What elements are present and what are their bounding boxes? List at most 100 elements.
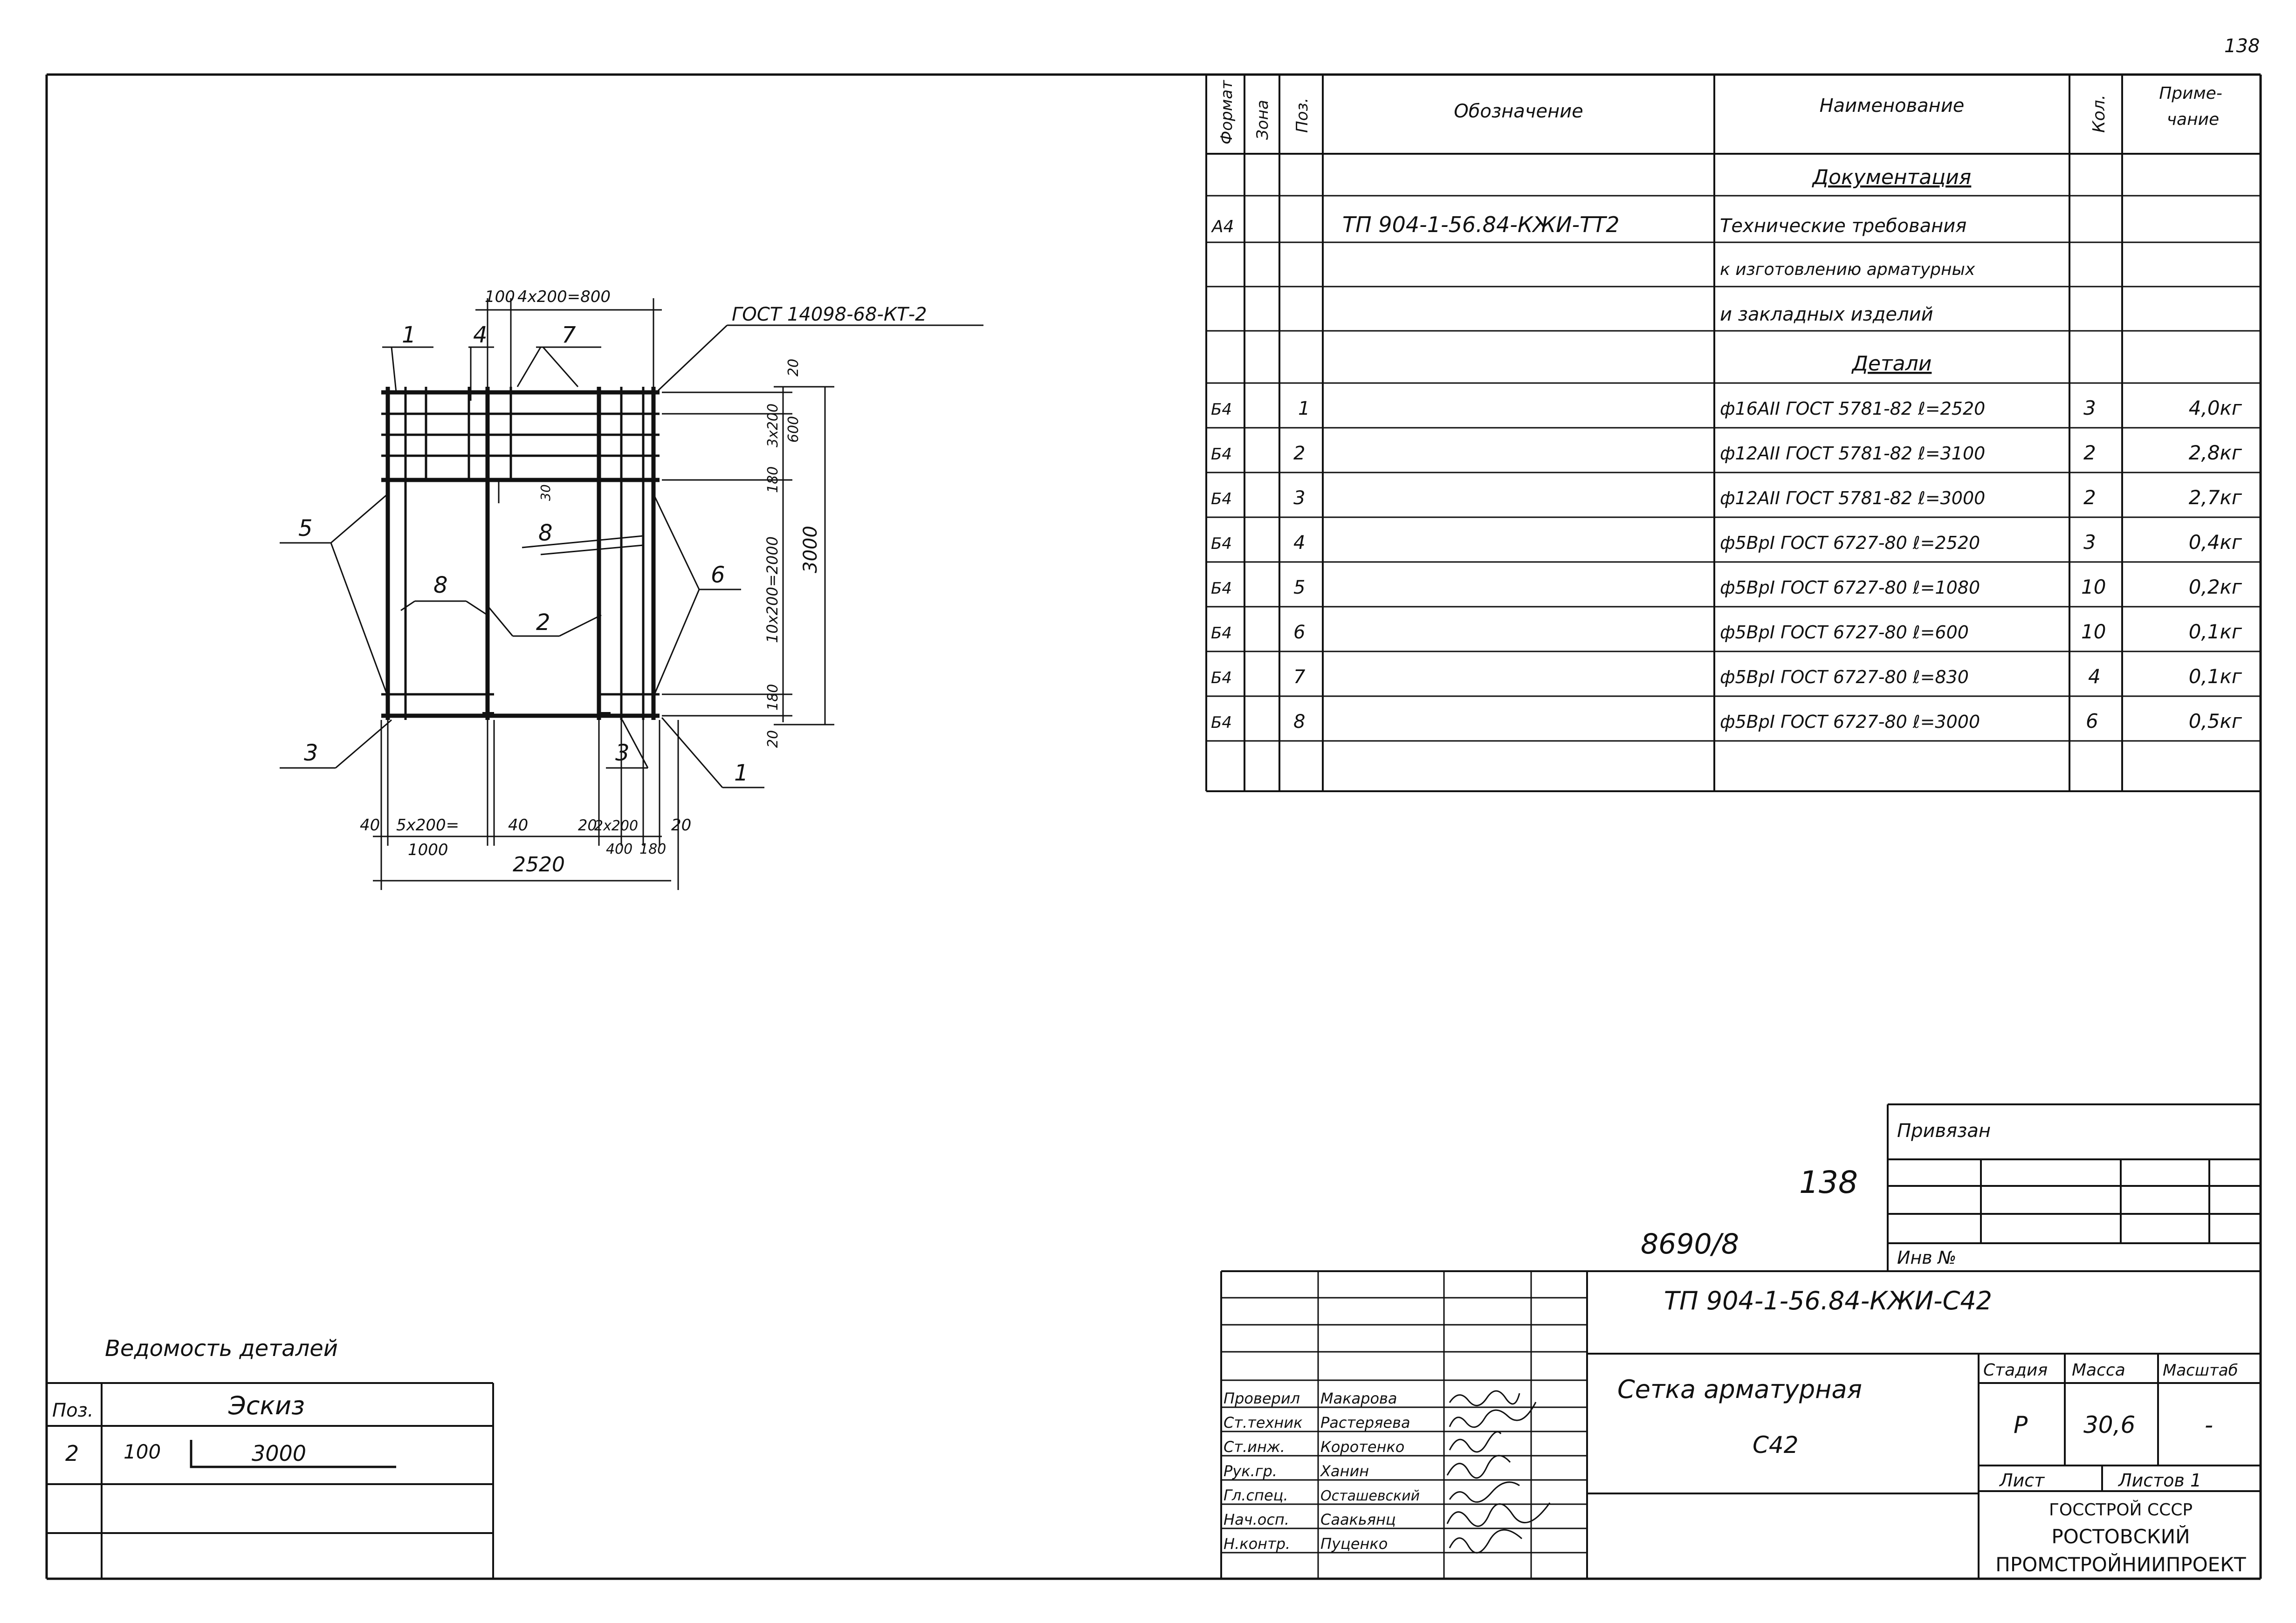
dim-100: 100	[485, 288, 515, 306]
row-pos: 2	[1293, 443, 1305, 464]
row-name: ф5ВрI ГОСТ 6727-80 ℓ=830	[1720, 667, 1969, 687]
row-qty: 3	[2083, 397, 2096, 419]
dim-180-bottom: 180	[765, 684, 781, 711]
mass-value: 30,6	[2083, 1411, 2135, 1438]
details-heading: Детали	[1851, 352, 1932, 376]
sign-name: Макарова	[1320, 1390, 1397, 1407]
stage-label: Стадия	[1983, 1361, 2048, 1380]
details-row-pos: 2	[65, 1441, 79, 1466]
sign-role: Ст.техник	[1224, 1414, 1303, 1431]
item-name-line2: С42	[1753, 1431, 1799, 1459]
callout-pos-3-left: 3	[304, 740, 318, 766]
sign-role: Нач.осп.	[1224, 1511, 1289, 1528]
row-format: Б4	[1211, 400, 1232, 419]
scale-label: Масштаб	[2163, 1361, 2238, 1380]
handwritten-signature	[1449, 1390, 1520, 1406]
row-qty: 2	[2083, 486, 2096, 509]
row-qty: 10	[2081, 620, 2106, 643]
handwritten-signature	[1449, 1431, 1502, 1453]
handwritten-signature	[1446, 1455, 1511, 1479]
mesh-horizontal-bars	[381, 390, 660, 718]
spec-row-6: Б4 6 ф5ВрI ГОСТ 6727-80 ℓ=600 10 0,1кг	[1211, 620, 2242, 643]
dim-2x200: 2х200	[594, 818, 638, 834]
sign-name: Ханин	[1320, 1462, 1369, 1480]
header-name: Наименование	[1820, 95, 1965, 116]
row-name: ф5ВрI ГОСТ 6727-80 ℓ=600	[1720, 622, 1969, 643]
row-qty: 6	[2086, 710, 2098, 733]
callout-pos-1-bottom: 1	[734, 760, 749, 786]
header-qty: Кол.	[2090, 95, 2109, 133]
signature-row: Н.контр. Пуценко	[1224, 1529, 1522, 1554]
mesh-drawing: ГОСТ 14098-68-КТ-2 100 4х200=800 20 3х20…	[280, 288, 983, 890]
sign-name: Осташевский	[1320, 1488, 1420, 1504]
handwritten-signature	[1449, 1402, 1537, 1428]
row-pos: 8	[1293, 711, 1305, 733]
number-138: 138	[1799, 1164, 1858, 1200]
doc-name-line3: и закладных изделий	[1720, 304, 1933, 325]
signature-row: Нач.осп. Саакьянц	[1224, 1502, 1551, 1528]
row-format: Б4	[1211, 669, 1232, 687]
binding-block: Привязан Инв № 138 8690/8	[1641, 1103, 2261, 1271]
row-name: ф12AII ГОСТ 5781-82 ℓ=3100	[1720, 443, 1985, 464]
row-name: ф12AII ГОСТ 5781-82 ℓ=3000	[1720, 488, 1985, 508]
documentation-heading: Документация	[1812, 165, 1972, 189]
signature-row: Проверил Макарова	[1224, 1390, 1520, 1407]
details-row-length: 3000	[252, 1441, 306, 1466]
row-format: Б4	[1211, 624, 1232, 643]
doc-format: А4	[1211, 217, 1234, 236]
bar-sketch	[190, 1440, 396, 1468]
spec-row-1: Б4 1 ф16AII ГОСТ 5781-82 ℓ=2520 3 4,0кг	[1211, 397, 2242, 419]
details-list-title: Ведомость деталей	[105, 1335, 338, 1362]
row-format: Б4	[1211, 579, 1232, 598]
row-note: 2,7кг	[2189, 486, 2242, 509]
sheet-label: Лист	[1999, 1470, 2045, 1491]
dim-40-right: 40	[508, 816, 528, 835]
scale-value: -	[2205, 1411, 2213, 1438]
handwritten-signature	[1449, 1481, 1520, 1503]
row-note: 0,2кг	[2189, 575, 2242, 598]
row-note: 0,1кг	[2189, 620, 2242, 643]
row-pos: 1	[1298, 398, 1310, 419]
sign-name: Саакьянц	[1320, 1511, 1396, 1528]
header-zone: Зона	[1253, 100, 1272, 140]
dim-30: 30	[538, 484, 553, 501]
dim-400: 400	[606, 841, 632, 857]
row-note: 2,8кг	[2189, 441, 2242, 464]
sheets-label: Листов 1	[2117, 1470, 2201, 1491]
drawing-code: ТП 904-1-56.84-КЖИ-С42	[1664, 1286, 1992, 1315]
spec-row-2: Б4 2 ф12AII ГОСТ 5781-82 ℓ=3100 2 2,8кг	[1211, 441, 2242, 464]
doc-designation: ТП 904-1-56.84-КЖИ-ТТ2	[1342, 212, 1620, 237]
specification-table: Формат Зона Поз. Обозначение Наименовани…	[1205, 75, 2261, 792]
header-format: Формат	[1217, 80, 1236, 144]
spec-row-4: Б4 4 ф5ВрI ГОСТ 6727-80 ℓ=2520 3 0,4кг	[1211, 531, 2242, 554]
dim-3x200: 3х200	[765, 404, 781, 447]
header-note-line2: чание	[2167, 110, 2219, 129]
sign-name: Пуценко	[1320, 1535, 1388, 1553]
sign-role: Рук.гр.	[1224, 1462, 1277, 1480]
dimension-lines	[373, 298, 834, 890]
stage-value: Р	[2014, 1411, 2028, 1438]
row-name: ф5ВрI ГОСТ 6727-80 ℓ=3000	[1720, 712, 1980, 732]
weld-note: ГОСТ 14098-68-КТ-2	[732, 304, 927, 325]
signature-row: Ст.инж. Коротенко	[1224, 1431, 1502, 1456]
row-pos: 5	[1293, 577, 1305, 598]
details-col-pos: Поз.	[52, 1400, 94, 1421]
callout-pos-1-top: 1	[402, 322, 416, 348]
details-row-hook: 100	[124, 1440, 161, 1463]
doc-name-line2: к изготовлению арматурных	[1720, 260, 1975, 279]
sheet-number: 138	[2224, 35, 2260, 57]
binding-title: Привязан	[1897, 1120, 1991, 1142]
doc-name-line1: Технические требования	[1720, 215, 1966, 237]
spec-row-8: Б4 8 ф5ВрI ГОСТ 6727-80 ℓ=3000 6 0,5кг	[1211, 710, 2242, 733]
row-qty: 4	[2088, 665, 2101, 688]
mass-label: Масса	[2072, 1361, 2125, 1380]
signature-row: Ст.техник Растеряева	[1224, 1402, 1537, 1431]
row-format: Б4	[1211, 713, 1232, 732]
callout-pos-2: 2	[536, 609, 550, 636]
leader-lines	[280, 324, 983, 788]
header-pos: Поз.	[1293, 98, 1312, 133]
dim-10x200: 10х200=2000	[763, 536, 781, 643]
dim-180-top: 180	[765, 466, 781, 493]
dim-20-top: 20	[785, 359, 802, 377]
